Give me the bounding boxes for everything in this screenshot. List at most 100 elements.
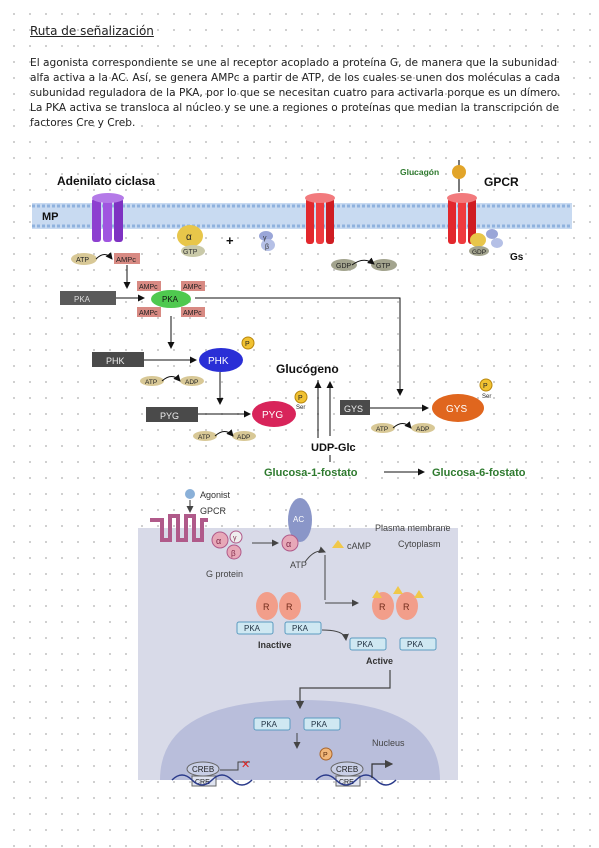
udp-glc-label: UDP-Glc [311,442,356,454]
gpcr-coil [150,514,208,542]
svg-text:GTP: GTP [376,263,391,270]
svg-text:PKA: PKA [261,720,278,729]
creb-left: CREB [192,765,214,774]
active-label: Active [366,656,393,666]
svg-text:ATP: ATP [145,379,157,386]
blocked-x-icon: ✕ [241,759,250,771]
svg-text:PKA: PKA [244,624,261,633]
glucose-1-phosphate: Glucosa-1-fostato [264,467,358,479]
svg-text:γ: γ [263,235,267,242]
pka-active-bottom: R R PKA PKA [349,586,437,651]
middle-receptor [305,193,335,244]
gs-protein: GDP [469,229,503,256]
phk-inactive-box [92,352,144,367]
svg-text:GYS: GYS [446,404,467,415]
adenylate-cyclase-protein [92,193,124,242]
agonist-icon [185,489,195,499]
gys-inactive-box [340,400,370,415]
dna-left [171,774,253,786]
svg-text:P: P [245,341,250,348]
gpcr-label: GPCR [484,175,519,189]
g-alpha-bottom [281,534,299,552]
svg-text:ADP: ADP [416,426,429,433]
glucagon-receptor [447,193,477,244]
gs-label: Gs [510,252,524,263]
svg-text:PYG: PYG [262,410,283,421]
svg-text:PHK: PHK [208,356,229,367]
svg-text:PKA: PKA [162,295,179,304]
nucleus-label: Nucleus [372,738,405,748]
plasma-membrane-top [32,203,572,229]
svg-text:β: β [231,549,236,558]
svg-text:R: R [379,602,386,612]
transcription-arrow [371,759,394,778]
camp-label: cAMP [347,541,371,551]
svg-text:PKA: PKA [407,640,424,649]
svg-text:GDP: GDP [336,263,352,270]
svg-text:AMPc: AMPc [183,310,202,317]
description-paragraph: El agonista correspondiente se une al re… [30,57,561,129]
svg-text:AC: AC [293,515,304,524]
svg-text:R: R [263,602,270,612]
svg-text:ATP: ATP [76,257,89,264]
atp-bottom-label: ATP [290,560,307,570]
plasma-membrane-label: Plasma membrane [375,523,451,533]
agonist-label: Agonist [200,490,231,500]
svg-text:AMPc: AMPc [139,310,158,317]
creb-right: CREB [336,765,358,774]
svg-text:γ: γ [233,535,237,542]
adenylate-cyclase-label: Adenilato ciclasa [57,174,155,188]
svg-text:P: P [323,752,328,759]
glucagon-ligand [452,165,466,179]
svg-text:ATP: ATP [376,426,388,433]
pka-inactive-bottom: R R PKA PKA [236,592,322,635]
gpcr-bottom-label: GPCR [200,506,227,516]
svg-text:Ser: Ser [482,394,491,400]
phk-active [199,348,243,372]
g-beta-gamma: γ β [259,231,275,251]
dna-right [315,774,397,786]
section-title: Ruta de señalización [30,24,154,38]
inactive-label: Inactive [258,640,292,650]
svg-text:PKA: PKA [74,295,91,304]
svg-text:GYS: GYS [344,404,363,414]
nucleus-region [160,700,440,780]
atp-pill [71,253,97,265]
svg-text:ADP: ADP [185,379,198,386]
svg-text:PYG: PYG [160,411,179,421]
cre-right: CRE [339,779,354,786]
svg-text:P: P [483,383,488,390]
gdp-pill [331,259,357,271]
cytoplasm-label: Cytoplasm [398,539,441,549]
pka-active-complex: AMPc AMPc PKA AMPc AMPc [137,281,205,317]
glucagon-label: Glucagón [400,167,439,177]
pka-nuclear-2 [303,717,341,731]
svg-text:PKA: PKA [357,640,374,649]
cre-left: CRE [195,779,210,786]
svg-text:Ser: Ser [296,405,305,411]
svg-text:β: β [265,244,269,251]
svg-text:AMPc: AMPc [183,284,202,291]
svg-text:PKA: PKA [311,720,328,729]
pyg-active [252,401,296,427]
svg-text:ATP: ATP [198,434,210,441]
ac-protein [288,498,312,542]
camp-icon [332,540,344,548]
svg-text:ADP: ADP [237,434,250,441]
svg-text:α: α [186,232,192,243]
phosphate-bottom-icon [319,747,333,761]
g-protein-label: G protein [206,569,243,579]
svg-text:GDP: GDP [472,249,486,256]
svg-text:R: R [403,602,410,612]
svg-text:GTP: GTP [183,249,198,256]
svg-text:AMPc: AMPc [116,255,136,264]
plus-sign: + [226,233,234,248]
svg-text:α: α [216,536,221,546]
phosphate-icon [241,336,255,350]
svg-text:R: R [286,602,293,612]
svg-text:AMPc: AMPc [139,284,158,291]
glycogen-label: Glucógeno [276,362,339,376]
svg-text:PHK: PHK [106,356,125,366]
g-protein-bottom: α γ β [211,530,243,560]
